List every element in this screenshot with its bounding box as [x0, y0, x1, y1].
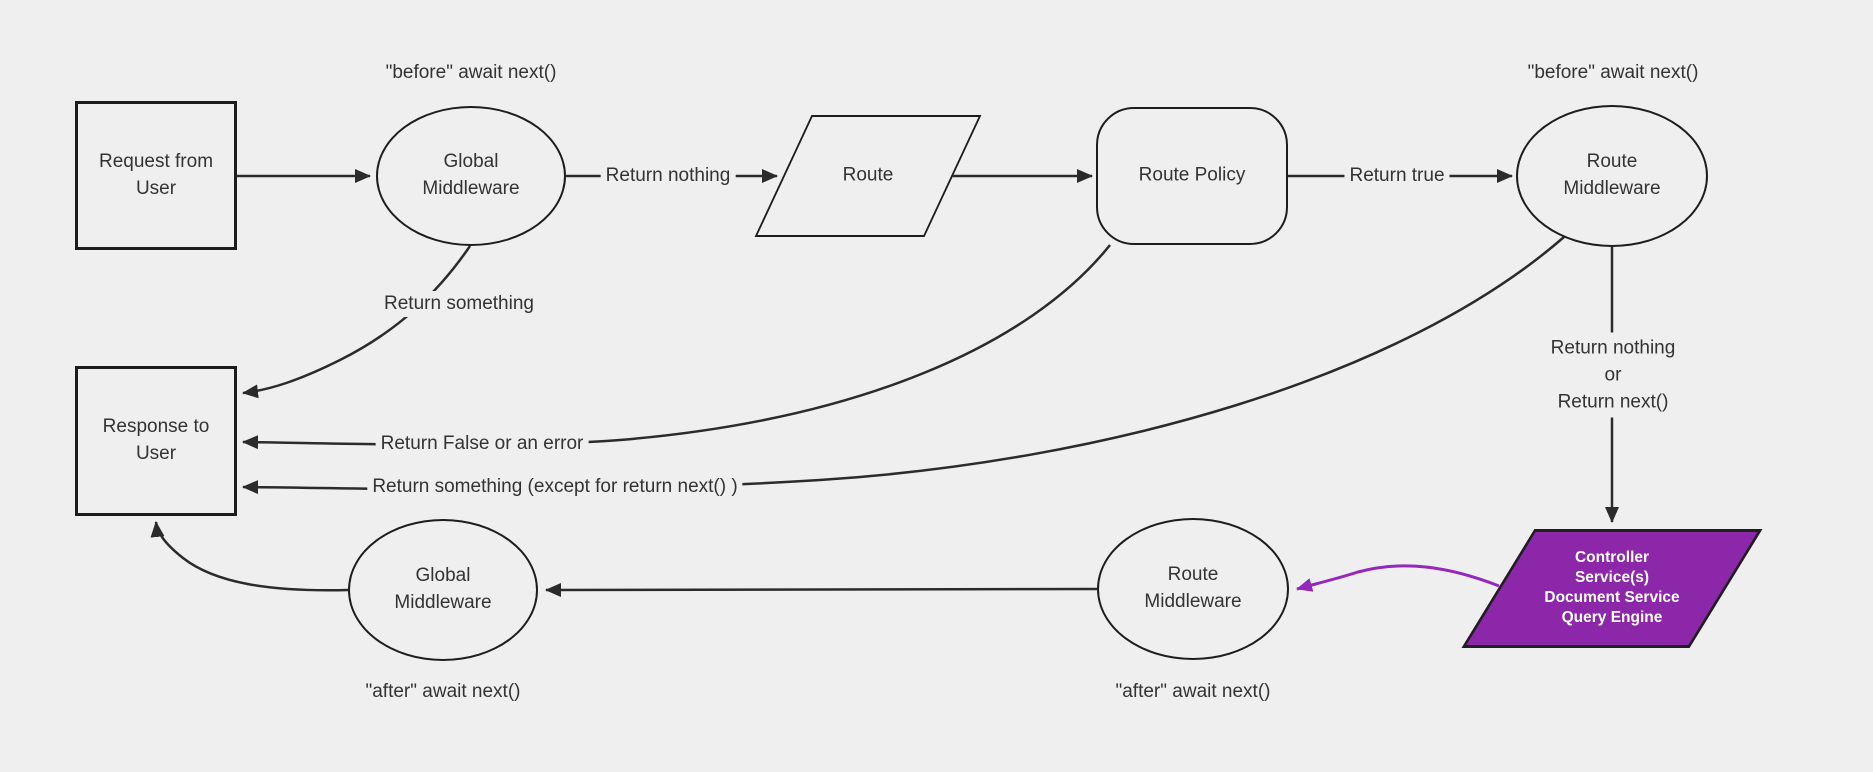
- label-return-nothing-or-next-line-3: Return next(): [1557, 391, 1669, 413]
- label-after-await-left: "after" await next(): [365, 681, 521, 702]
- label-after-await-right: "after" await next(): [1115, 681, 1271, 702]
- node-global-middleware-bottom: [348, 519, 538, 661]
- label-return-something: Return something: [379, 291, 539, 317]
- edge-globalb-to-response: [150, 521, 349, 592]
- node-request-from-user: [75, 101, 237, 250]
- node-response-to-user: [75, 366, 237, 516]
- label-before-await-right: "before" await next(): [1527, 62, 1699, 83]
- edge-global-to-response: [242, 245, 472, 399]
- label-return-nothing-or-next: Return nothing or Return next(): [1545, 332, 1681, 418]
- node-route-middleware-top: [1516, 105, 1708, 247]
- label-return-true: Return true: [1344, 163, 1450, 189]
- edge-controller-to-routemwb: [1296, 564, 1500, 592]
- label-return-something-except: Return something (except for return next…: [367, 474, 743, 500]
- node-global-middleware-top: [376, 106, 566, 246]
- label-return-false-or-error: Return False or an error: [375, 431, 589, 457]
- label-return-nothing-or-next-line-2: or: [1604, 364, 1622, 386]
- label-before-await-left: "before" await next(): [385, 62, 557, 83]
- node-route-policy: [1096, 107, 1288, 245]
- label-return-nothing: Return nothing: [600, 163, 736, 189]
- edge-policy-to-response: [242, 244, 1111, 450]
- edge-routemwb-to-globalb: [545, 582, 1098, 597]
- label-return-nothing-or-next-line-1: Return nothing: [1550, 337, 1676, 359]
- node-route-middleware-bottom: [1097, 518, 1289, 660]
